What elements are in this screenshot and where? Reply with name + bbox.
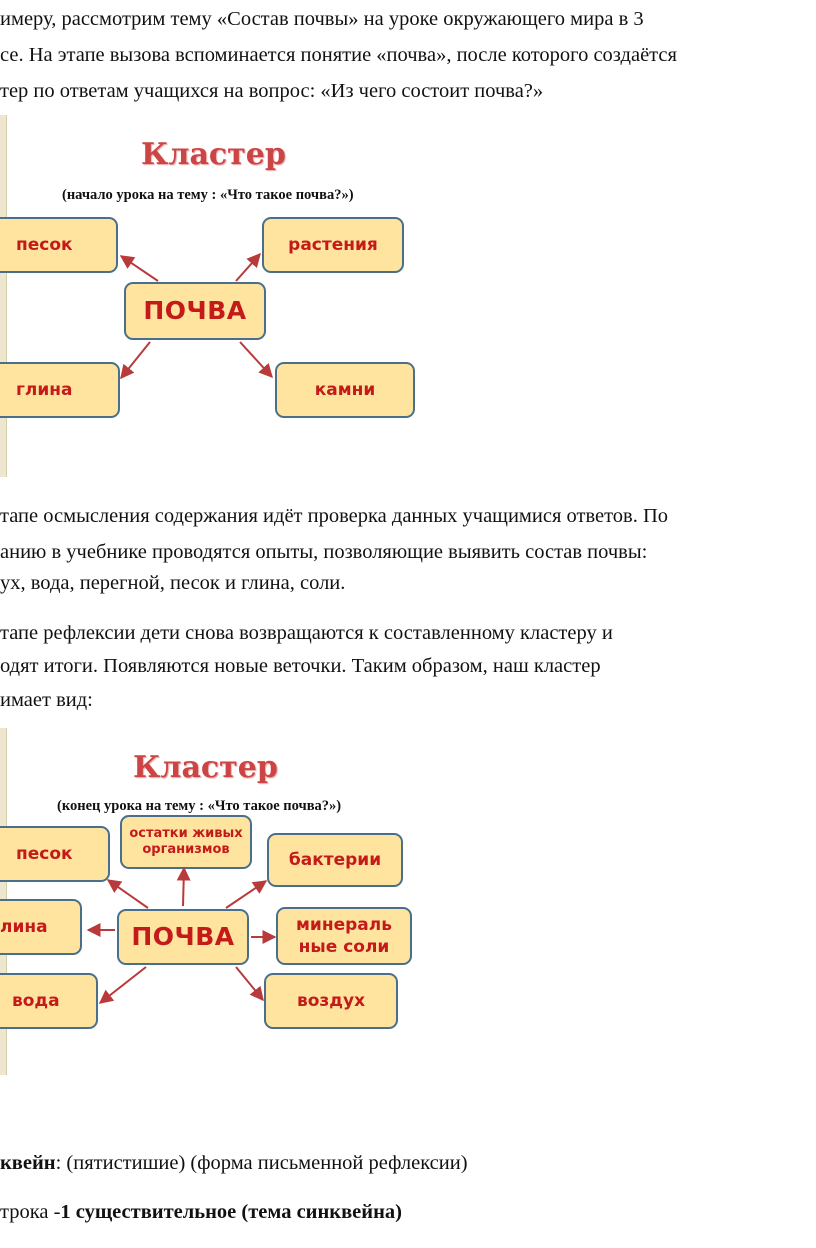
arrow (225, 880, 268, 909)
arrow (119, 255, 159, 282)
arrow (235, 966, 264, 1002)
cluster-node-clay: лина (0, 899, 82, 955)
diagram-title: Кластер (141, 137, 286, 172)
cluster-node-sand: песок (0, 217, 118, 273)
arrow (235, 252, 261, 282)
cluster-node-bacteria: бактерии (267, 833, 403, 887)
cluster-node-sand: песок (0, 826, 110, 882)
arrow (176, 866, 191, 907)
image-edge (0, 115, 7, 477)
text-line: имает вид: (0, 689, 93, 711)
diagram-subtitle: (начало урока на тему : «Что такое почва… (62, 187, 354, 203)
arrow (120, 341, 151, 380)
text-line: одят итоги. Появляются новые веточки. Та… (0, 655, 601, 677)
text-line: тапе осмысления содержания идёт проверка… (0, 505, 669, 527)
cluster-node-plants: растения (262, 217, 404, 273)
text-line: тер по ответам учащихся на вопрос: «Из ч… (0, 80, 544, 102)
text-line: тапе рефлексии дети снова возвращаются к… (0, 622, 613, 644)
arrow (98, 966, 147, 1004)
cluster-node-stones: камни (275, 362, 415, 418)
text-line: трока -1 существительное (тема синквейна… (0, 1195, 816, 1229)
cluster-node-air: воздух (264, 973, 398, 1029)
arrow (106, 879, 149, 909)
text-line: имеру, рассмотрим тему «Состав почвы» на… (0, 8, 644, 30)
cluster-center-node: ПОЧВА (124, 282, 266, 340)
text-line: квейн: (пятистишие) (форма письменной ре… (0, 1146, 816, 1180)
text-line: ух, вода, перегной, песок и глина, соли. (0, 572, 346, 594)
cluster-node-water: вода (0, 973, 98, 1029)
arrow (239, 341, 273, 379)
diagram-title: Кластер (133, 750, 278, 785)
bold-term: 1 существительное (тема синквейна) (60, 1201, 402, 1223)
cluster-node-clay: глина (0, 362, 120, 418)
diagram-subtitle: (конец урока на тему : «Что такое почва?… (57, 798, 342, 814)
text-run: : (пятистишие) (форма письменной рефлекс… (55, 1152, 468, 1174)
text-line: се. На этапе вызова вспоминается понятие… (0, 44, 677, 66)
text-line: анию в учебнике проводятся опыты, позвол… (0, 541, 648, 563)
cluster-center-node: ПОЧВА (117, 909, 249, 965)
text-run: трока - (0, 1201, 61, 1223)
bold-term: квейн (0, 1152, 56, 1174)
